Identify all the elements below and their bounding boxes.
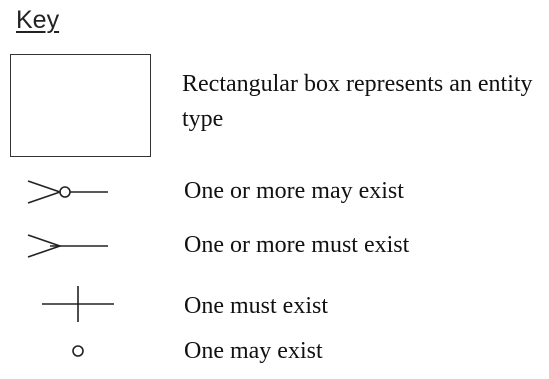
bar-icon bbox=[42, 286, 114, 322]
circle-icon bbox=[72, 345, 84, 357]
crowfoot-icon bbox=[27, 234, 108, 258]
entity-rectangle-icon bbox=[10, 54, 151, 157]
one-or-more-may-exist-label: One or more may exist bbox=[184, 178, 404, 204]
entity-description: Rectangular box represents an entity typ… bbox=[182, 71, 533, 132]
crowfoot-circle-icon bbox=[27, 180, 108, 204]
one-or-more-must-exist-label: One or more must exist bbox=[184, 232, 410, 258]
key-heading: Key bbox=[16, 6, 60, 34]
one-must-exist-label: One must exist bbox=[184, 293, 328, 319]
one-may-exist-label: One may exist bbox=[184, 338, 323, 364]
